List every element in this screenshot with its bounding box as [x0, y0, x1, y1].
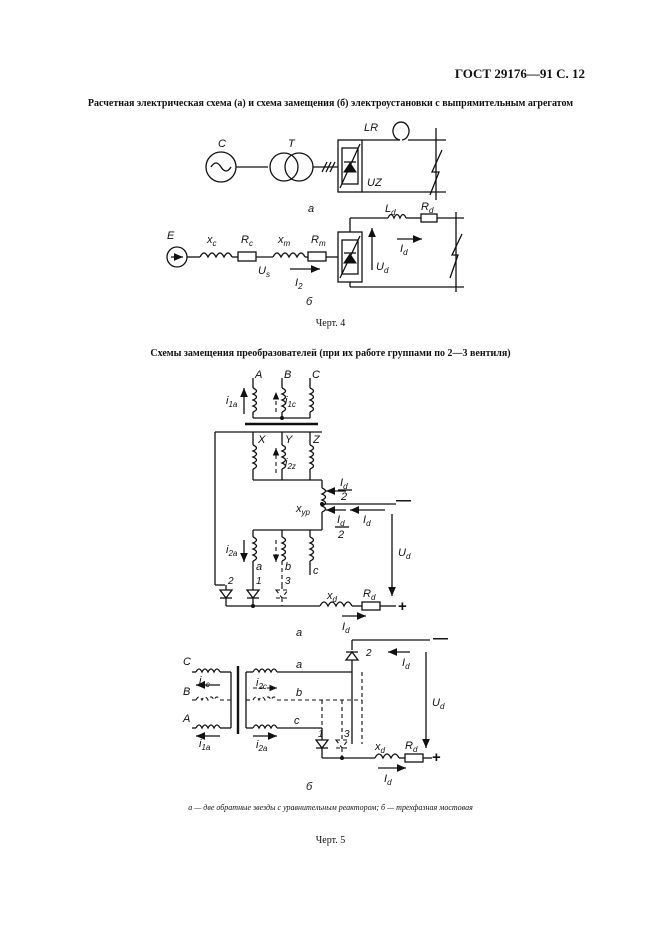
fig5-caption: Схемы замещения преобразователей (при их… — [150, 348, 511, 359]
valve-1-number: 1 — [256, 576, 262, 587]
label-c: C — [218, 138, 226, 150]
label-rd-b: Rd — [405, 740, 418, 754]
label-i1a: i1a — [226, 395, 238, 409]
fig4b-sublabel: б — [306, 296, 313, 308]
label-c-line: c — [294, 715, 300, 727]
fig5a-schematic: A B C i1a i1c X Y Z i2z Id 2 xур Id 2 Id… — [214, 369, 411, 639]
label-t: T — [288, 138, 296, 150]
fig4a-schematic: C T LR UZ а — [205, 121, 446, 215]
fig4a-sublabel: а — [308, 203, 314, 215]
label-i1a-b: i1a — [199, 738, 211, 752]
label-xd-b: xd — [374, 741, 386, 755]
label-id-top-b: Id — [402, 657, 410, 671]
uz-block — [337, 139, 363, 193]
label-b-leg: b — [285, 561, 291, 573]
label-z: Z — [312, 434, 321, 446]
label-a-phase-b: A — [182, 713, 190, 725]
minus-terminal: — — [396, 492, 411, 509]
fig5a-sublabel: а — [296, 627, 302, 639]
label-i2: I2 — [295, 277, 303, 291]
label-lr: LR — [364, 122, 378, 134]
label-e: E — [167, 230, 175, 242]
label-id-half-bot: Id — [337, 514, 345, 528]
label-c-phase: C — [312, 369, 320, 381]
label-x: X — [257, 434, 266, 446]
valve-2-number-b: 2 — [365, 648, 372, 659]
label-rd: Rd — [363, 588, 376, 602]
label-rd: Rd — [421, 201, 434, 215]
label-i1c-b: i1c — [199, 675, 210, 689]
label-c-leg: c — [313, 565, 319, 577]
fig4-label: Черт. 4 — [315, 318, 346, 329]
transformer-winding-1 — [269, 152, 299, 182]
label-rm: Rm — [311, 234, 326, 248]
label-ud-b: Ud — [432, 697, 445, 711]
minus-terminal-b: — — [433, 630, 448, 647]
fig5-note: а — две обратные звезды с уравнительным … — [188, 803, 473, 812]
label-b-phase: B — [284, 369, 291, 381]
label-c-phase-b: C — [183, 656, 191, 668]
label-a-phase: A — [254, 369, 262, 381]
label-i2z: i2z — [285, 457, 296, 471]
valve-3-number: 3 — [285, 576, 291, 587]
label-ud: Ud — [398, 547, 411, 561]
fig5b-schematic: C B A i1c i1a i2c i2a a b c 2 1 3 Id Ud … — [182, 630, 448, 793]
valve-1-number-b: 1 — [318, 729, 324, 740]
valve-2-number: 2 — [227, 576, 234, 587]
label-xyp: xур — [295, 503, 311, 517]
label-ud: Ud — [376, 261, 389, 275]
label-xm: xm — [277, 234, 291, 248]
label-y: Y — [285, 434, 293, 446]
label-i1c: i1c — [285, 395, 296, 409]
label-b-line: b — [296, 687, 302, 699]
label-xd: xd — [326, 590, 338, 604]
label-id: Id — [400, 243, 408, 257]
label-ld: Ld — [385, 203, 396, 217]
label-i2a: i2a — [226, 544, 238, 558]
label-rc: Rc — [241, 234, 253, 248]
label-xc: xc — [206, 234, 217, 248]
label-two-bot: 2 — [337, 529, 344, 541]
label-id-half-top: Id — [340, 477, 348, 491]
label-b-phase-b: B — [183, 686, 190, 698]
label-a-line: a — [296, 659, 302, 671]
label-i2a-b: i2a — [256, 739, 268, 753]
label-a-leg: a — [256, 561, 262, 573]
valve-3-number-b: 3 — [344, 729, 350, 740]
plus-terminal-b: + — [432, 749, 441, 766]
fig4b-equivalent: E xc Rc xm Rm Us I2 Ld Rd Id Ud б — [166, 201, 464, 308]
fig5b-sublabel: б — [306, 781, 313, 793]
fig4-caption: Расчетная электрическая схема (а) и схем… — [87, 98, 574, 109]
label-id-b: Id — [384, 773, 392, 787]
fig5-label: Черт. 5 — [315, 835, 346, 846]
label-i2c-b: i2c — [256, 677, 267, 691]
transformer-winding-2 — [284, 152, 314, 182]
label-id: Id — [363, 514, 371, 528]
plus-terminal: + — [398, 598, 407, 615]
page-header: ГОСТ 29176—91 С. 12 — [454, 66, 585, 81]
label-uz: UZ — [367, 177, 383, 189]
label-two-top: 2 — [340, 491, 347, 503]
label-id2: Id — [342, 621, 350, 635]
label-us: Us — [258, 265, 270, 279]
